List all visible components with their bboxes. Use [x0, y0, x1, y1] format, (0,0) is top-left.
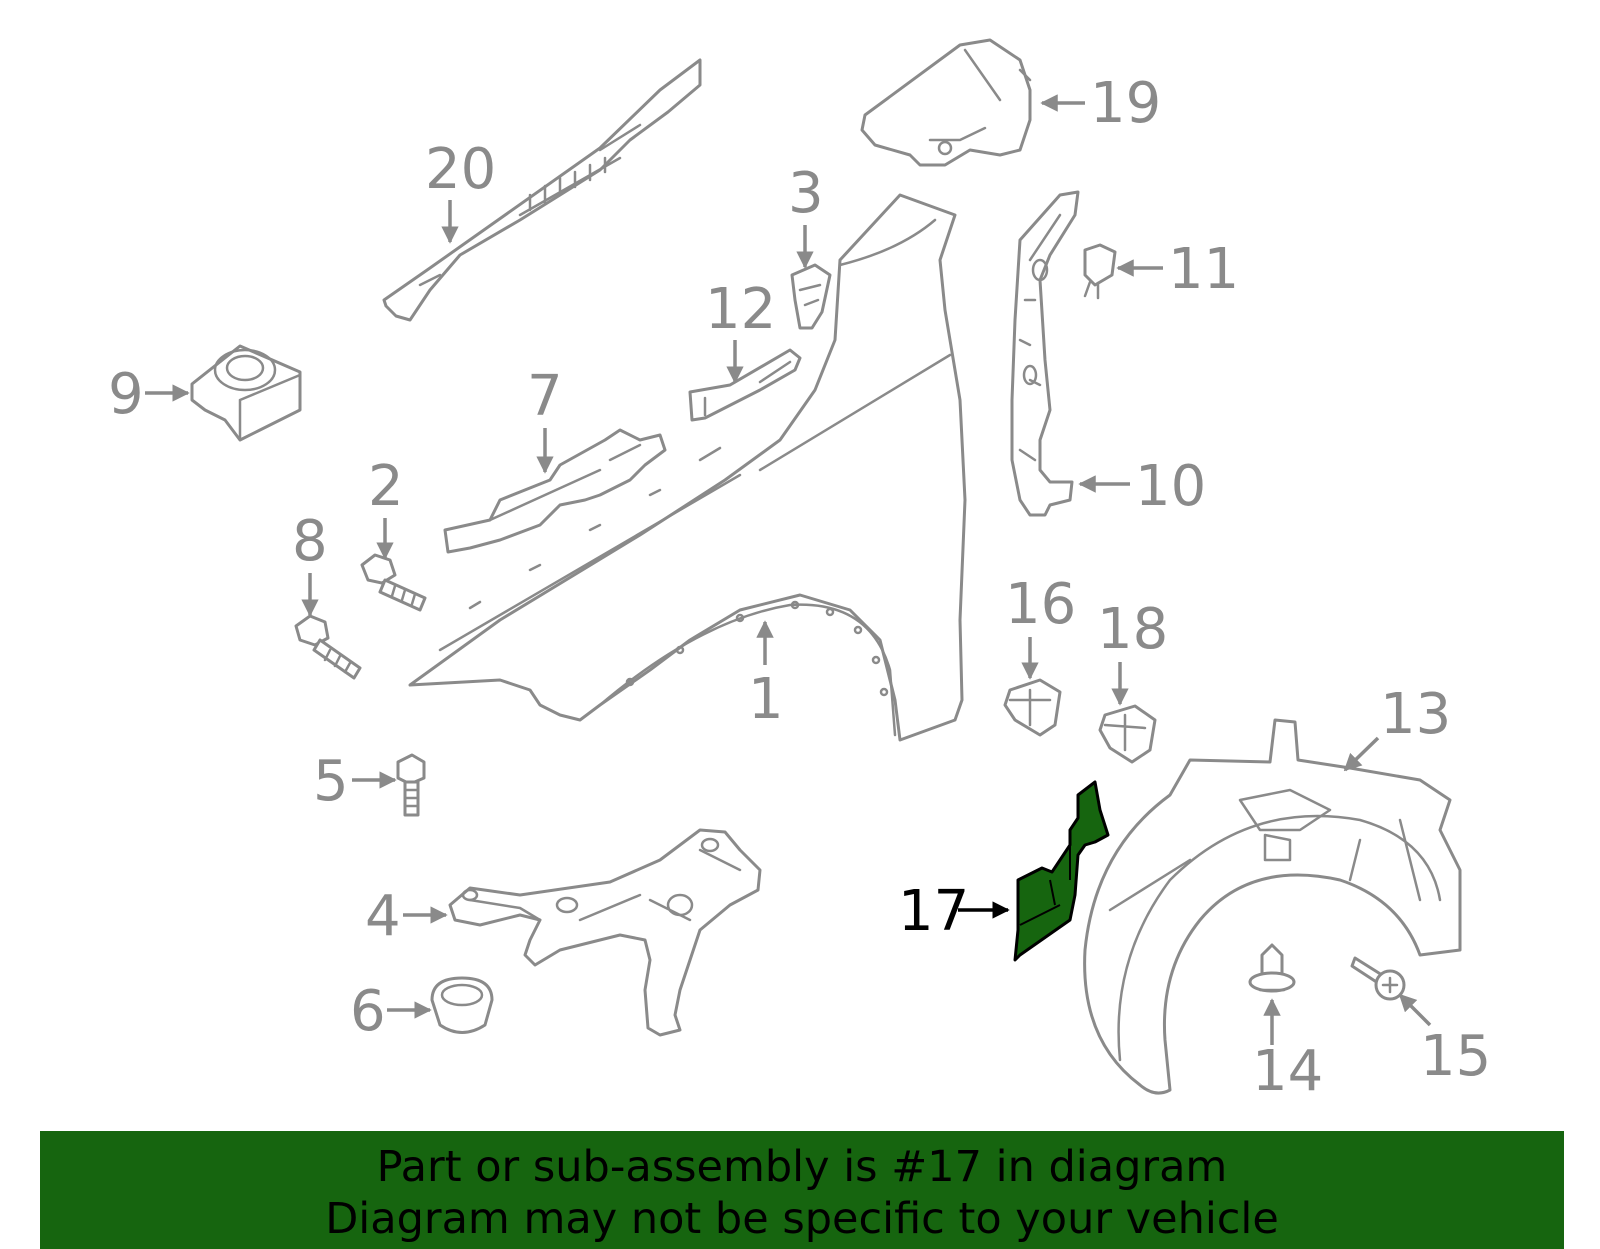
part-1-fender	[408, 193, 967, 742]
callout-16[interactable]: 16	[1005, 572, 1076, 637]
callout-15[interactable]: 15	[1420, 1024, 1491, 1089]
banner-line-2: Diagram may not be specific to your vehi…	[325, 1194, 1279, 1244]
callout-6[interactable]: 6	[350, 979, 386, 1044]
part-19-upper-bracket	[860, 38, 1032, 167]
part-4-lower-bracket	[448, 828, 762, 1037]
part-7-bracket	[443, 428, 667, 554]
part-13-wheel-liner	[1083, 718, 1462, 1095]
callout-19[interactable]: 19	[1090, 71, 1161, 136]
callout-labels: 20 19 3 12 9 7 2 8 11 10 1 16 18 13 5 4 …	[108, 71, 1491, 1104]
part-10-side-bracket	[1010, 190, 1080, 517]
callout-5[interactable]: 5	[313, 749, 349, 814]
part-9-bumper	[190, 344, 302, 442]
leader-13	[1343, 736, 1380, 772]
part-5-bolt	[396, 753, 426, 817]
callout-20[interactable]: 20	[425, 137, 496, 202]
part-2-bolt	[360, 553, 427, 612]
leader-lines	[145, 94, 1432, 1045]
part-17-splash-shield	[1013, 780, 1110, 962]
part-6-grommet	[430, 976, 494, 1034]
part-15-screw	[1350, 956, 1406, 1001]
callout-4[interactable]: 4	[365, 884, 401, 949]
callout-3[interactable]: 3	[788, 161, 824, 226]
callout-7[interactable]: 7	[527, 364, 563, 429]
part-11-push-clip	[1083, 243, 1117, 300]
part-3-clip	[790, 263, 832, 330]
callout-13[interactable]: 13	[1380, 682, 1451, 747]
callout-14[interactable]: 14	[1252, 1039, 1323, 1104]
part-12-seal	[688, 348, 802, 422]
callout-1[interactable]: 1	[748, 667, 784, 732]
callout-12[interactable]: 12	[705, 277, 776, 342]
banner-line-1: Part or sub-assembly is #17 in diagram	[376, 1142, 1228, 1192]
part-16-nut-clip	[1003, 678, 1062, 737]
callout-11[interactable]: 11	[1168, 237, 1239, 302]
leader-15	[1398, 993, 1432, 1027]
notice-banner: Part or sub-assembly is #17 in diagram D…	[40, 1131, 1564, 1249]
callout-10[interactable]: 10	[1135, 454, 1206, 519]
part-20-cowl-extension	[382, 58, 702, 322]
callout-17[interactable]: 17	[898, 879, 969, 944]
part-18-nut-clip	[1098, 704, 1157, 764]
part-8-bolt	[294, 614, 362, 680]
part-14-rivet	[1248, 943, 1296, 993]
callout-2[interactable]: 2	[368, 454, 404, 519]
callout-8[interactable]: 8	[292, 509, 328, 574]
callout-9[interactable]: 9	[108, 362, 144, 427]
callout-18[interactable]: 18	[1097, 597, 1168, 662]
